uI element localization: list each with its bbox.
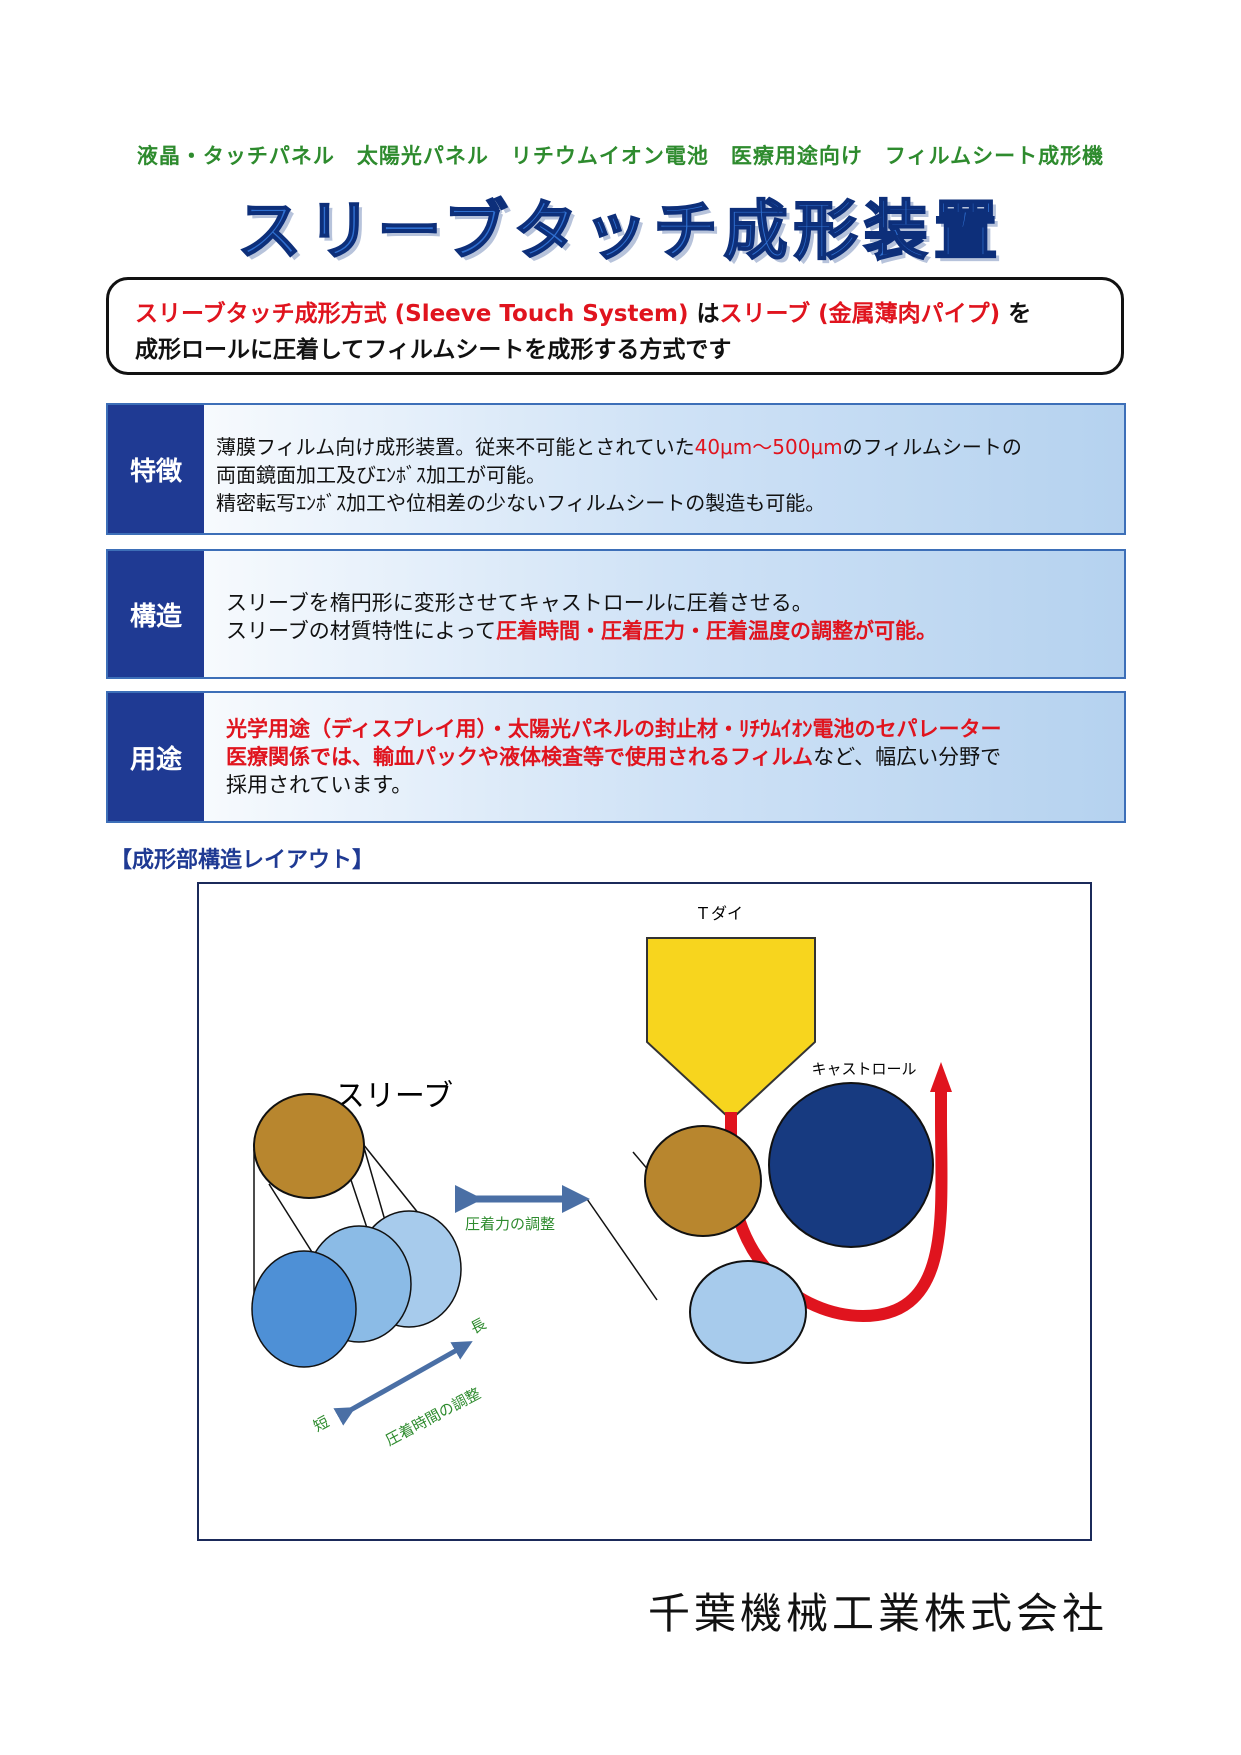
intro-particle-wo: を (1008, 301, 1032, 327)
intro-system-name: スリーブタッチ成形方式 (Sleeve Touch System) (135, 301, 697, 327)
intro-box: スリーブタッチ成形方式 (Sleeve Touch System) はスリーブ … (106, 277, 1124, 375)
intro-line-2: 成形ロールに圧着してフィルムシートを成形する方式です (135, 337, 732, 363)
layout-diagram: Ｔダイ キャストロール 圧着力の調整 スリーブ 長 短 圧着時間の調整 (197, 882, 1092, 1541)
uses-body: 光学用途（ディスプレイ用）・太陽光パネルの封止材・ﾘﾁｳﾑｲｵﾝ電池のセパレータ… (204, 693, 1014, 821)
structure-label: 構造 (108, 551, 204, 677)
diagram-svg: Ｔダイ キャストロール 圧着力の調整 スリーブ 長 短 圧着時間の調整 (251, 904, 952, 1450)
features-row: 特徴 薄膜フィルム向け成形装置。従来不可能とされていた40μm～500μmのフィ… (106, 403, 1126, 535)
uses-line-3: 採用されています。 (226, 773, 413, 797)
intro-sleeve-name: スリーブ (金属薄肉パイプ) (719, 301, 1009, 327)
uses-line-1: 光学用途（ディスプレイ用）・太陽光パネルの封止材・ﾘﾁｳﾑｲｵﾝ電池のセパレータ… (226, 717, 1002, 741)
structure-row: 構造 スリーブを楕円形に変形させてキャストロールに圧着させる。 スリーブの材質特… (106, 549, 1126, 679)
uses-row: 用途 光学用途（ディスプレイ用）・太陽光パネルの封止材・ﾘﾁｳﾑｲｵﾝ電池のセパ… (106, 691, 1126, 823)
structure-body: スリーブを楕円形に変形させてキャストロールに圧着させる。 スリーブの材質特性によ… (204, 551, 949, 677)
sleeve-label: スリーブ (335, 1079, 453, 1114)
short-label: 短 (310, 1413, 332, 1436)
uses-label: 用途 (108, 693, 204, 821)
features-line-3: 精密転写ｴﾝﾎﾞｽ加工や位相差の少ないフィルムシートの製造も可能。 (216, 491, 826, 515)
uses-line-2: 医療関係では、輸血パックや液体検査等で使用されるフィルムなど、幅広い分野で (226, 743, 1002, 771)
uses-medical: 医療関係では、輸血パックや液体検査等で使用されるフィルム (226, 745, 814, 769)
cast-roll-label: キャストロール (811, 1060, 916, 1078)
right-sleeve-roll (644, 1125, 762, 1237)
structure-line-1: スリーブを楕円形に変形させてキャストロールに圧着させる。 (226, 591, 813, 615)
features-line-1: 薄膜フィルム向け成形装置。従来不可能とされていた40μm～500μmのフィルムシ… (216, 433, 1022, 461)
pressure-line-top (586, 1198, 658, 1301)
uses-text-b: など、幅広い分野で (813, 745, 1002, 769)
left-sleeve-roll (253, 1093, 365, 1199)
structure-line-2: スリーブの材質特性によって圧着時間・圧着圧力・圧着温度の調整が可能。 (226, 617, 937, 645)
structure-text-a: スリーブの材質特性によって (226, 619, 497, 643)
nip-roll (689, 1260, 807, 1364)
features-line-2: 両面鏡面加工及びｴﾝﾎﾞｽ加工が可能。 (216, 463, 546, 487)
long-label: 長 (467, 1315, 489, 1338)
t-die-label: Ｔダイ (695, 904, 743, 923)
features-body: 薄膜フィルム向け成形装置。従来不可能とされていた40μm～500μmのフィルムシ… (204, 405, 1034, 533)
features-label: 特徴 (108, 405, 204, 533)
structure-adjustable: 圧着時間・圧着圧力・圧着温度の調整が可能。 (496, 619, 938, 643)
film-path (725, 1089, 948, 1323)
intro-line-1: スリーブタッチ成形方式 (Sleeve Touch System) はスリーブ … (135, 296, 1095, 332)
features-text-a: 薄膜フィルム向け成形装置。従来不可能とされていた (216, 435, 695, 459)
sleeve-ellipse-short (251, 1250, 357, 1368)
layout-heading: 【成形部構造レイアウト】 (110, 848, 375, 873)
features-thickness: 40μm～500μm (694, 435, 843, 459)
time-adjust-label: 圧着時間の調整 (382, 1384, 483, 1449)
pressure-adjust-label: 圧着力の調整 (465, 1215, 555, 1233)
intro-particle-wa: は (696, 301, 720, 327)
t-die-shape (646, 937, 816, 1117)
film-arrow-icon (930, 1062, 952, 1092)
features-text-c: のフィルムシートの (842, 435, 1022, 459)
company-name: 千葉機械工業株式会社 (647, 1589, 1108, 1638)
subtitle: 液晶・タッチパネル 太陽光パネル リチウムイオン電池 医療用途向け フィルムシー… (136, 144, 1105, 168)
page-title: スリーブタッチ成形装置 (236, 194, 1004, 270)
cast-roll (768, 1082, 934, 1248)
time-arrow-icon (333, 1341, 473, 1426)
